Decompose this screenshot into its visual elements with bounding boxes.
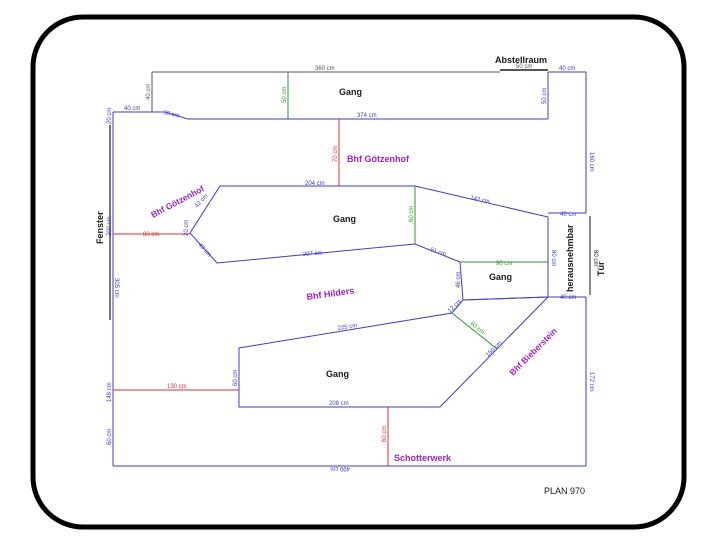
dim-right-40b: 40 cm <box>560 295 576 301</box>
dim-top-40v: 40 cm <box>146 84 152 100</box>
outer-outline <box>112 71 587 467</box>
label-gang-right: Gang <box>489 272 512 282</box>
dim-vert-70: 70 cm <box>333 146 339 162</box>
dim-red-130: 130 cm <box>167 384 187 390</box>
dim-low-208: 208 cm <box>329 401 349 407</box>
dim-gang-50: 50 cm <box>282 87 288 103</box>
dim-left-40: 40 cm <box>124 106 140 112</box>
dim-green-90: 90 cm <box>496 261 512 267</box>
label-plan-number: PLAN 970 <box>544 486 585 496</box>
label-tuer: Tür <box>596 261 606 276</box>
dim-top-40r: 40 cm <box>559 66 575 72</box>
dim-red-80: 80 cm <box>143 232 159 238</box>
label-gang-mid: Gang <box>333 214 356 224</box>
label-gang-top: Gang <box>339 87 362 97</box>
dim-right-50: 50 cm <box>542 88 548 104</box>
dim-right-160: 160 cm <box>588 152 594 172</box>
middle-island <box>189 185 549 301</box>
dim-right-80: 80 cm <box>550 250 556 266</box>
dim-red-60: 60 cm <box>382 426 388 442</box>
station-goetzenhof-top: Bhf Götzenhof <box>347 154 410 164</box>
plan-frame <box>30 14 687 530</box>
dim-right-172: 172 cm <box>588 372 594 392</box>
label-abstellraum: Abstellraum <box>495 55 547 65</box>
label-herausnehmbar: herausnehmbar <box>565 224 575 292</box>
dim-mid-142: 142 cm <box>470 195 491 205</box>
dim-mid-207: 207 cm <box>303 251 323 258</box>
dim-top-360: 360 cm <box>315 66 335 72</box>
dim-right-40a: 40 cm <box>560 212 576 218</box>
dim-left-60: 60 cm <box>107 429 113 445</box>
station-schotterwerk: Schotterwerk <box>394 453 452 463</box>
dim-mid-20: 20 cm <box>184 220 190 236</box>
dim-left-20: 20 cm <box>107 108 113 124</box>
dim-mid-51: 51 cm <box>429 247 446 258</box>
label-fenster: Fenster <box>95 211 105 244</box>
dim-left-148: 148 cm <box>107 382 113 402</box>
dim-mid-60g: 60 cm <box>409 206 415 222</box>
dim-top-50: 50 cm <box>516 64 532 70</box>
dim-bottom-490: 490 cm <box>330 465 350 471</box>
label-gang-bottom: Gang <box>326 369 349 379</box>
dim-left-305: 305 cm <box>113 278 119 298</box>
dim-gang-374: 374 cm <box>357 113 377 119</box>
dimension-lines <box>113 72 548 466</box>
dim-low-60: 60 cm <box>233 370 239 386</box>
dim-top-38: 38 cm <box>163 110 180 119</box>
dim-mid-204: 204 cm <box>305 181 325 187</box>
dim-low-225: 225 cm <box>337 323 357 332</box>
dim-mid-46: 46 cm <box>456 272 462 288</box>
dim-tuer-80: 80 cm <box>592 250 598 266</box>
upper-boundary <box>151 69 548 112</box>
room-labels: Abstellraum Gang Gang Gang Gang PLAN 970… <box>95 55 606 496</box>
dim-left-200: 200 cm <box>107 216 113 236</box>
